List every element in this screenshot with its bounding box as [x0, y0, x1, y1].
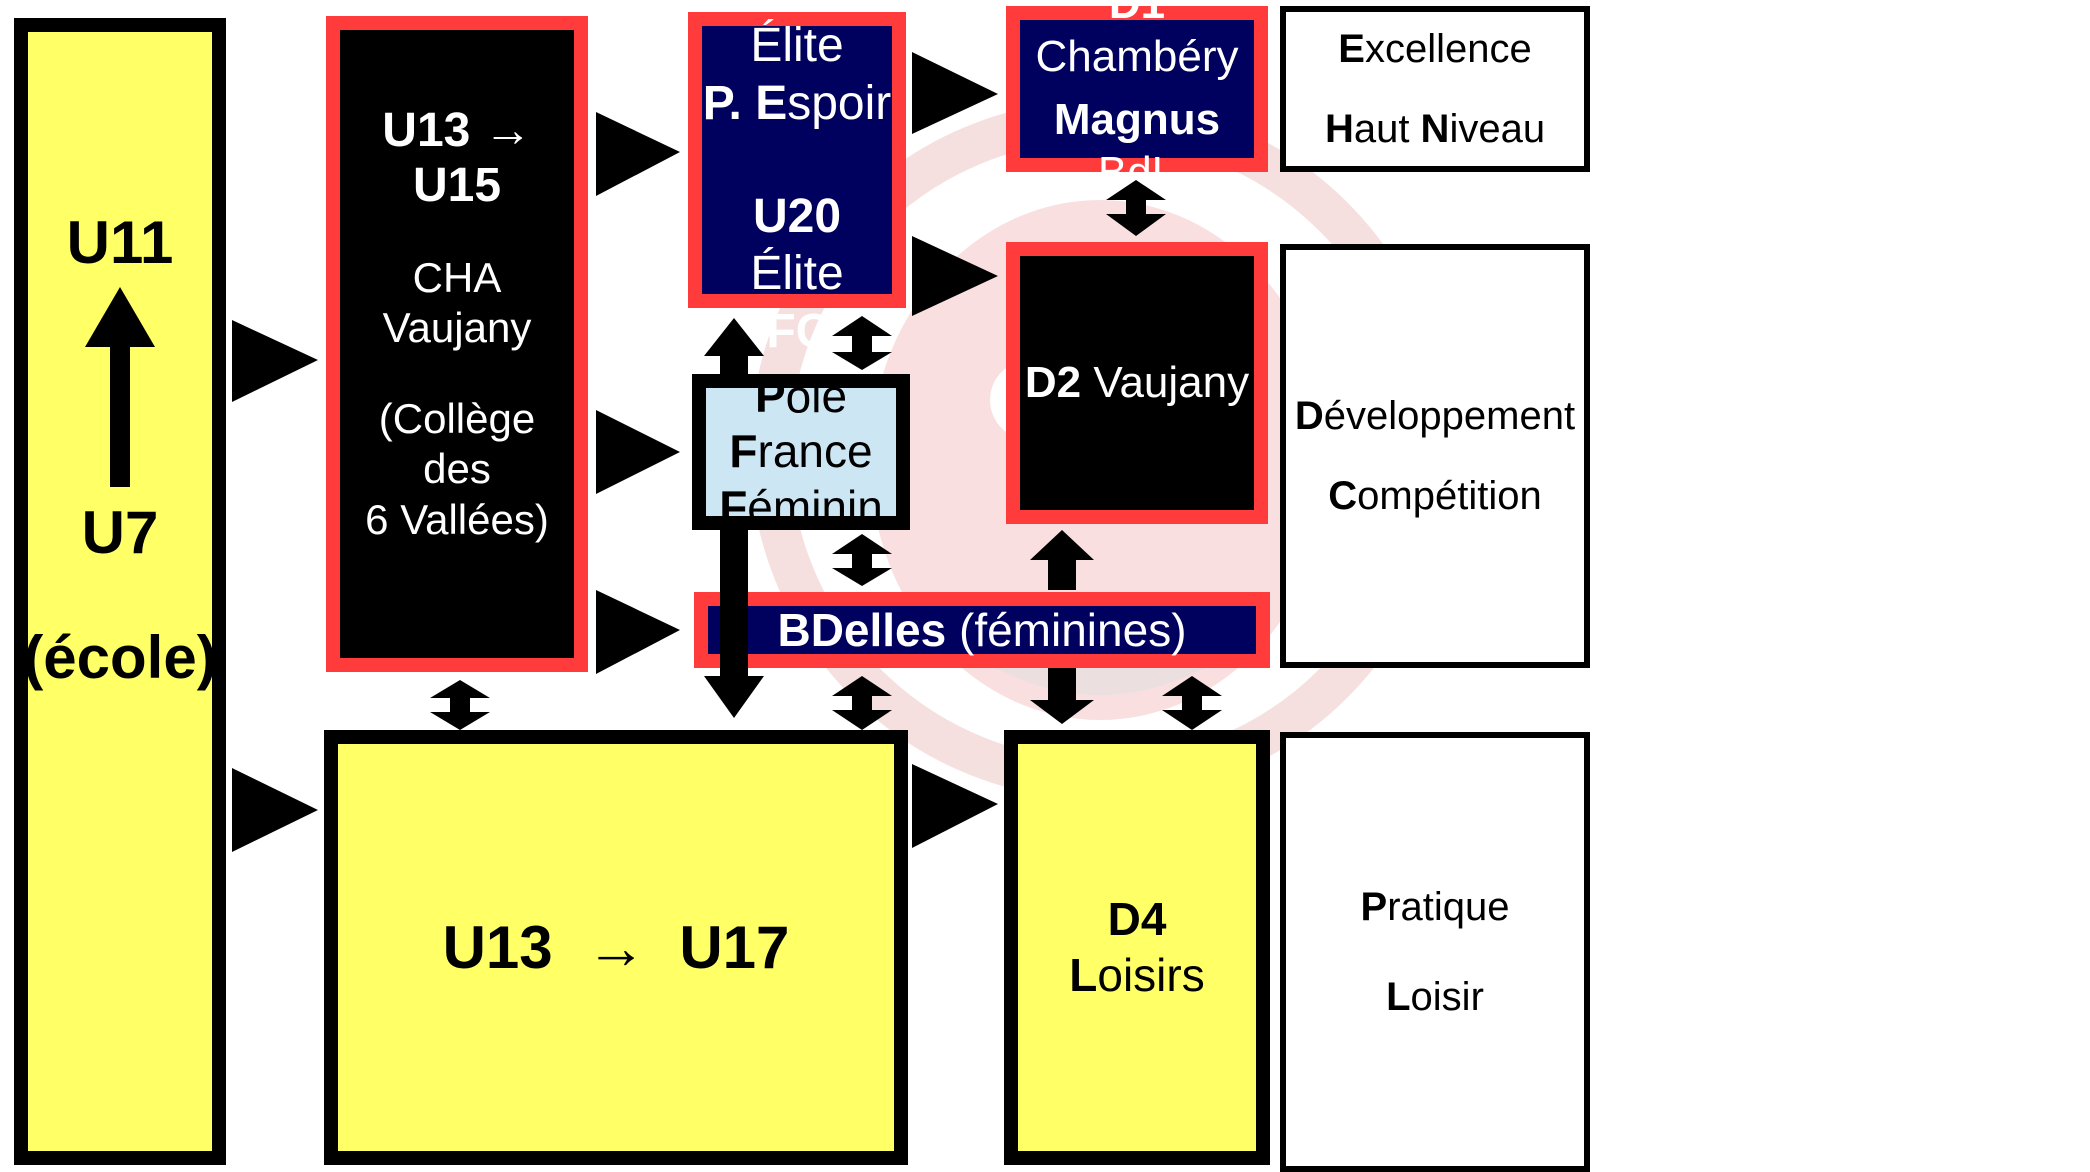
pratique-line: Pratique [1360, 885, 1510, 929]
d1-title: D1 [1108, 0, 1166, 29]
flow-arrow-cha-elite [596, 112, 680, 196]
d4-loisirs: Loisirs [1069, 948, 1205, 1001]
developpement-box: Développement Compétition [1280, 244, 1590, 668]
pole-line: Pôle [754, 370, 848, 423]
elite-box: U17 Élite P. Espoir U20 Élite CFCP [688, 0, 906, 358]
double-arrow-pole-bdelles [832, 534, 892, 586]
double-arrow-bdelles-d4 [1162, 676, 1222, 730]
d1-box: D1 Chambéry Magnus BdL [1006, 0, 1268, 197]
double-arrow-cha-youth [430, 680, 490, 730]
u17-elite: U17 Élite [750, 0, 844, 73]
double-arrow-bdelles-youth [832, 676, 892, 730]
cha-title: U13 → U15 [382, 104, 532, 213]
excellence-line: Excellence [1338, 27, 1532, 71]
bdelles-box: BDelles (féminines) [694, 592, 1270, 668]
u20-elite: U20 Élite [750, 189, 844, 301]
d1-city: Chambéry [1035, 32, 1239, 82]
up-arrow-icon [85, 287, 155, 487]
france-line: France [729, 425, 873, 478]
vertical-arrow-youth-to-elite [704, 318, 764, 718]
flow-arrow-school-cha [232, 320, 318, 402]
cha-box: U13 → U15 CHA Vaujany (Collège des 6 Val… [326, 16, 588, 672]
d2-label: D2 Vaujany [1024, 358, 1250, 407]
flow-arrow-elite-d1 [912, 52, 998, 134]
u13-u17-label: U13 → U17 [442, 914, 790, 981]
school-top-label: U11 [66, 209, 174, 276]
flow-arrow-school-youth [232, 768, 318, 852]
school-box: U11 U7 (école) [14, 18, 226, 1165]
feminin-line: Féminin [719, 480, 883, 533]
competition-line: Compétition [1328, 474, 1542, 518]
double-arrow-elite-pole [832, 316, 892, 370]
haut-niveau-line: Haut Niveau [1324, 107, 1546, 151]
pratique-box: Pratique Loisir [1280, 732, 1590, 1172]
loisir-line: Loisir [1386, 975, 1484, 1019]
d2-box: D2 Vaujany [1006, 242, 1268, 524]
d4-title: D4 [1107, 893, 1167, 946]
flow-arrow-cha-bdelles [596, 590, 680, 674]
school-mid-label: U7 [81, 499, 159, 566]
double-arrow-d1-d2 [1106, 180, 1166, 236]
excellence-box: Excellence Haut Niveau [1280, 6, 1590, 172]
developpement-line: Développement [1294, 394, 1576, 438]
flow-arrow-youth-d4 [912, 764, 998, 848]
cha-line3: 6 Vallées) [365, 495, 549, 543]
pole-espoir: P. Espoir [702, 76, 892, 130]
d4-box: D4 Loisirs [1004, 730, 1270, 1165]
loisir-youth-box: U13 → U17 [324, 730, 908, 1165]
school-bottom-label: (école) [23, 624, 217, 691]
cha-line2: (Collège des [378, 394, 536, 493]
flow-arrow-elite-d2 [912, 236, 998, 316]
bdelles-label: BDelles (féminines) [777, 604, 1187, 656]
arrow-down-to-d4 [1030, 668, 1094, 724]
arrow-up-to-d2 [1030, 530, 1094, 590]
cha-line1: CHA Vaujany [382, 254, 532, 352]
flow-arrow-cha-pole [596, 410, 680, 494]
